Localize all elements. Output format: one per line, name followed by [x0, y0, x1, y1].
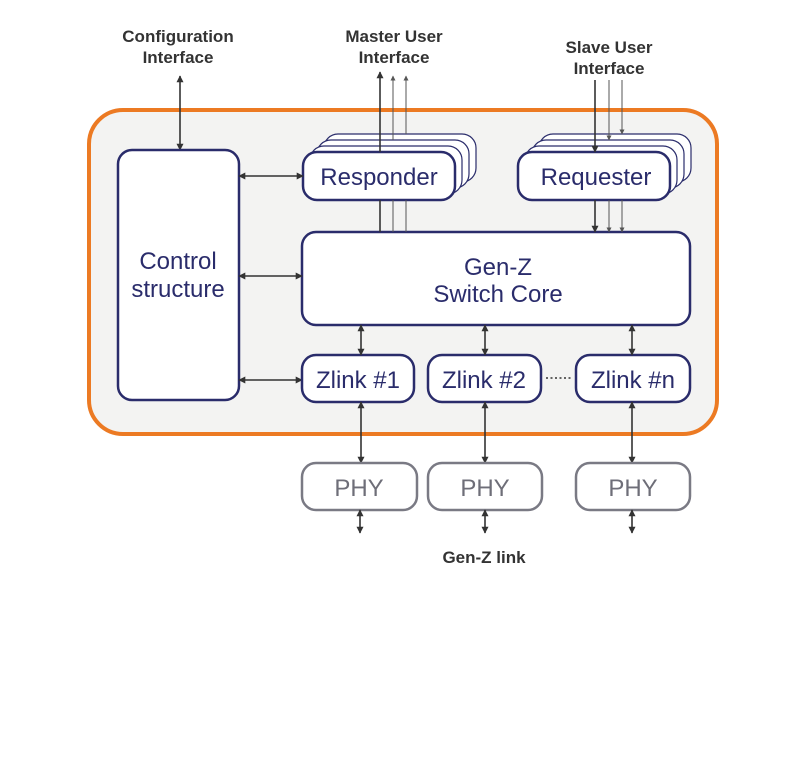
zlink-1-label: Zlink #1: [316, 367, 400, 394]
requester-label: Requester: [541, 164, 652, 191]
control-structure-box: [116, 148, 241, 402]
phy-2-label: PHY: [460, 475, 509, 502]
phy-1-label: PHY: [334, 475, 383, 502]
config-interface-label-2: Interface: [143, 48, 214, 67]
master-interface-label-1: Master User: [345, 27, 443, 46]
switch-core-label-1: Gen-Z: [464, 254, 532, 281]
slave-interface-label-1: Slave User: [566, 38, 653, 57]
responder-label: Responder: [320, 164, 437, 191]
control-structure-label-1: Control: [139, 248, 216, 275]
slave-interface-label-2: Interface: [574, 59, 645, 78]
phy-n-label: PHY: [608, 475, 657, 502]
config-interface-label-1: Configuration: [122, 27, 233, 46]
switch-core-label-2: Switch Core: [433, 281, 562, 308]
zlink-n-label: Zlink #n: [591, 367, 675, 394]
master-interface-label-2: Interface: [359, 48, 430, 67]
gen-z-link-label: Gen-Z link: [442, 548, 526, 567]
zlink-2-label: Zlink #2: [442, 367, 526, 394]
control-structure-label-2: structure: [131, 276, 224, 303]
